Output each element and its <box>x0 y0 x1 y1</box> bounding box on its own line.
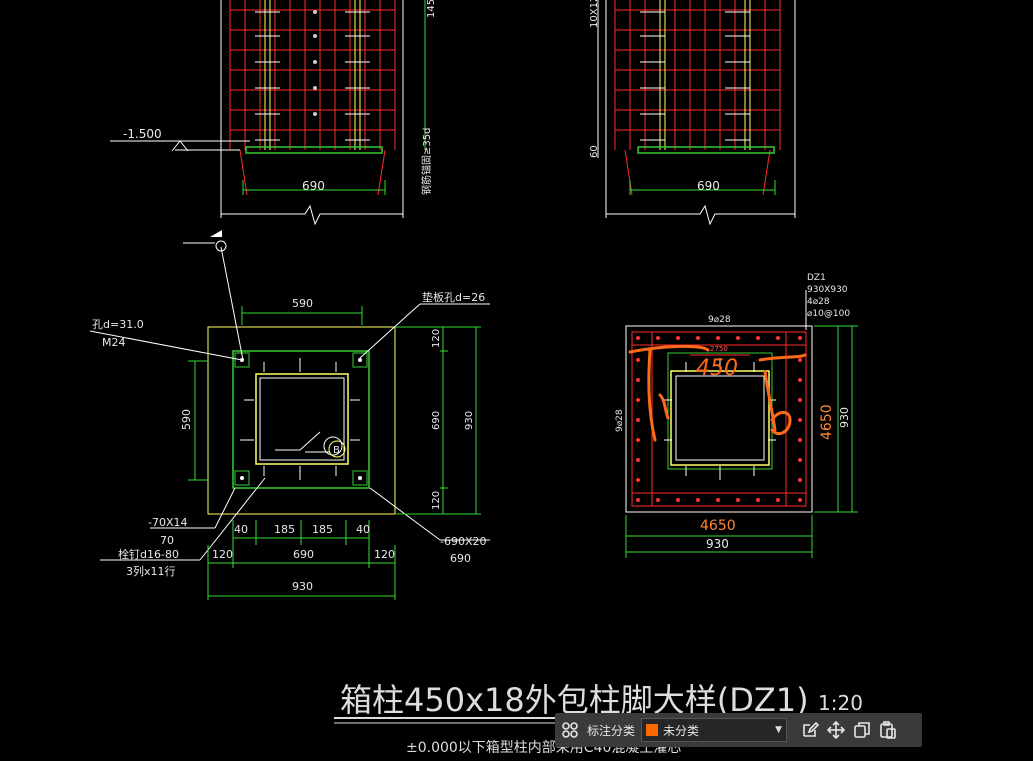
elevation-right: 690 60 10X12 <box>589 0 796 226</box>
stud-label: 栓钉d16-80 <box>118 547 179 561</box>
dim-590-top: 590 <box>292 297 313 310</box>
drawing-title: 箱柱450x18外包柱脚大样(DZ1) <box>340 681 809 719</box>
dim-590-left: 590 <box>180 409 193 430</box>
inner-dim: 2750 <box>710 345 728 353</box>
plan-view-left: B 590 590 120 690 120 930 40 185 185 40 … <box>89 230 490 600</box>
annotation-category-label: 标注分类 <box>587 723 636 738</box>
dim-690-right: 690 <box>697 179 720 193</box>
dim-40-a: 40 <box>234 523 248 536</box>
dim-930-right: 930 <box>464 411 475 430</box>
handwritten-450: 450 <box>696 356 738 381</box>
dim-930-bottom: 930 <box>292 580 313 593</box>
dim-145: 145 <box>426 0 437 18</box>
dim-930-bottom-plan: 930 <box>706 537 729 551</box>
dim-185-b: 185 <box>312 523 333 536</box>
caret-down-icon: ▼ <box>775 725 783 735</box>
dim-4650-bottom: 4650 <box>700 518 736 534</box>
anchorage-note: 钢筋锚固≥35d <box>420 128 433 195</box>
column-size: 930X930 <box>807 285 848 295</box>
column-main-bars: 4⌀28 <box>807 297 830 307</box>
dim-10x12: 10X12 <box>589 0 600 28</box>
grid-icon[interactable] <box>557 717 583 743</box>
category-color-swatch <box>646 724 659 736</box>
dim-690-bottom: 690 <box>293 548 314 561</box>
drawing-scale: 1:20 <box>818 691 863 715</box>
paste-icon[interactable] <box>875 717 901 743</box>
handwritten-markup <box>628 344 807 442</box>
column-tag: DZ1 <box>807 273 826 283</box>
dim-185-a: 185 <box>274 523 295 536</box>
dim-690-left: 690 <box>302 179 325 193</box>
edit-icon[interactable] <box>797 717 823 743</box>
left-bars-label: 9⌀28 <box>615 409 625 432</box>
dim-690-plan: 690 <box>431 411 442 430</box>
top-bars-label: 9⌀28 <box>708 315 731 325</box>
copy-icon[interactable] <box>849 717 875 743</box>
dim-60: 60 <box>589 145 600 158</box>
bolt-label: M24 <box>102 336 126 349</box>
elevation-label: -1.500 <box>123 127 162 141</box>
hole-label: 孔d=31.0 <box>92 318 144 331</box>
label-B: B <box>333 445 340 456</box>
dim-930-right-plan: 930 <box>838 407 851 428</box>
dim-120-a: 120 <box>212 548 233 561</box>
plate-label-2b: 690 <box>450 552 471 565</box>
dim-40-b: 40 <box>356 523 370 536</box>
plan-view-right: DZ1 930X930 4⌀28 ⌀10@100 9⌀28 9⌀28 2750 … <box>615 273 858 558</box>
plate-label-2: -690X20 <box>440 535 487 548</box>
column-stirrups: ⌀10@100 <box>807 309 850 319</box>
plate-label-1b: 70 <box>160 534 174 547</box>
dim-120-bottom: 120 <box>431 491 442 510</box>
dim-4650-right: 4650 <box>819 404 835 440</box>
dim-120-b: 120 <box>374 548 395 561</box>
plate-label-1: -70X14 <box>148 516 188 529</box>
move-icon[interactable] <box>823 717 849 743</box>
category-select[interactable]: 未分类 ▼ <box>641 718 788 742</box>
dim-120-top: 120 <box>431 329 442 348</box>
elevation-left: -1.500 690 钢筋锚固≥35d 145 <box>110 0 437 226</box>
washer-label: 垫板孔d=26 <box>422 290 485 304</box>
annotation-toolbar: 标注分类 未分类 ▼ <box>555 713 922 747</box>
category-select-value: 未分类 <box>663 723 700 738</box>
stud-rows-label: 3列x11行 <box>126 564 176 578</box>
